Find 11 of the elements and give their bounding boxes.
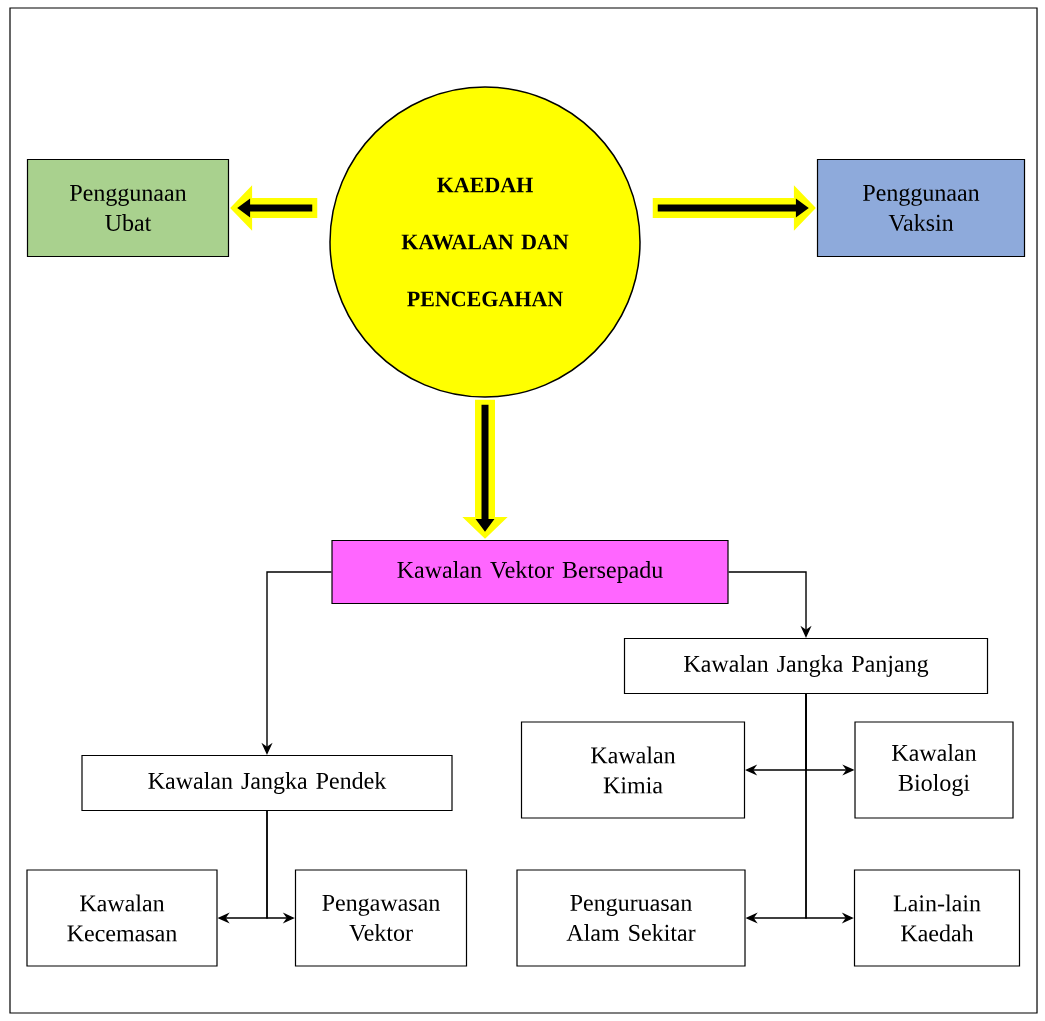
process-box: Kawalan Jangka Pendek xyxy=(81,754,453,812)
process-box: Kawalan Vektor Bersepadu xyxy=(331,539,729,605)
process-box: Penggunaan Ubat xyxy=(26,158,230,258)
process-box: Kawalan Kimia xyxy=(520,721,746,819)
process-box: Pengawasan Vektor xyxy=(294,869,468,967)
process-box: Kawalan Jangka Panjang xyxy=(623,637,989,695)
process-box: Penguruasan Alam Sekitar xyxy=(516,869,746,967)
process-box: Lain-lain Kaedah xyxy=(853,869,1021,967)
process-box: Penggunaan Vaksin xyxy=(816,158,1026,258)
process-box: Kawalan Biologi xyxy=(854,721,1014,819)
process-box: Kawalan Kecemasan xyxy=(26,869,218,967)
